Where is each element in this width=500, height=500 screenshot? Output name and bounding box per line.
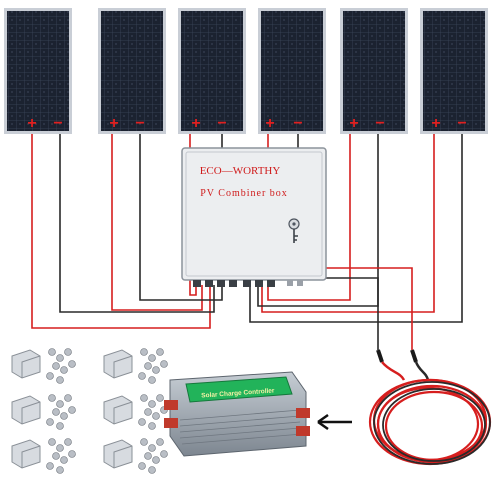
- red-wire-1: [31, 130, 211, 329]
- cable-glands: [193, 280, 303, 287]
- black-wire-2: [139, 130, 223, 301]
- bracket-set-6: [103, 438, 168, 474]
- combiner-box: ECO—WORTHY PV Combiner box: [181, 147, 327, 287]
- bracket-set-2: [103, 348, 168, 384]
- charge-controller: Solar Charge Controller: [164, 371, 310, 457]
- bracket-set-4: [103, 394, 168, 430]
- mc4-connector-red: [376, 349, 384, 363]
- bracket-set-5: [11, 438, 76, 474]
- combiner-brand: ECO—WORTHY: [200, 165, 281, 177]
- solar-panel-6: [420, 8, 488, 134]
- red-wire-6: [261, 130, 435, 313]
- black-wire-6: [249, 130, 463, 323]
- panel-1-plus: +: [27, 115, 36, 132]
- wiring: [31, 130, 463, 350]
- solar-panel-2: [98, 8, 166, 134]
- panel-4-plus: +: [265, 115, 274, 132]
- panel-2-plus: +: [109, 115, 118, 132]
- bracket-set-1: [11, 348, 76, 384]
- panel-6-plus: +: [431, 115, 440, 132]
- key-icon: [288, 218, 300, 243]
- red-wire-5: [267, 130, 351, 301]
- controller-terminals: [164, 400, 310, 436]
- panel-2-minus: −: [135, 115, 144, 132]
- cable-coil: [368, 349, 492, 466]
- bracket-set-3: [11, 394, 76, 430]
- panel-4-minus: −: [293, 115, 302, 132]
- polarity-markers: + − + − + − + − + − + −: [27, 115, 466, 132]
- solar-panel-4: [258, 8, 326, 134]
- panel-1-minus: −: [53, 115, 62, 132]
- panel-6-minus: −: [457, 115, 466, 132]
- solar-panel-1: [4, 8, 72, 134]
- combiner-label: PV Combiner box: [200, 188, 288, 199]
- black-wire-5: [257, 130, 379, 307]
- solar-panel-3: [178, 8, 246, 134]
- solar-panels: [4, 8, 488, 134]
- black-wire-1: [59, 130, 215, 313]
- panel-5-plus: +: [349, 115, 358, 132]
- output-black-wire: [299, 277, 379, 350]
- panel-5-minus: −: [375, 115, 384, 132]
- mounting-brackets: [11, 348, 168, 474]
- arrow-left-icon: [317, 413, 352, 431]
- red-wire-2: [111, 130, 203, 311]
- mc4-connector-black: [410, 349, 418, 363]
- panel-3-plus: +: [191, 115, 200, 132]
- panel-3-minus: −: [217, 115, 226, 132]
- solar-panel-5: [340, 8, 408, 134]
